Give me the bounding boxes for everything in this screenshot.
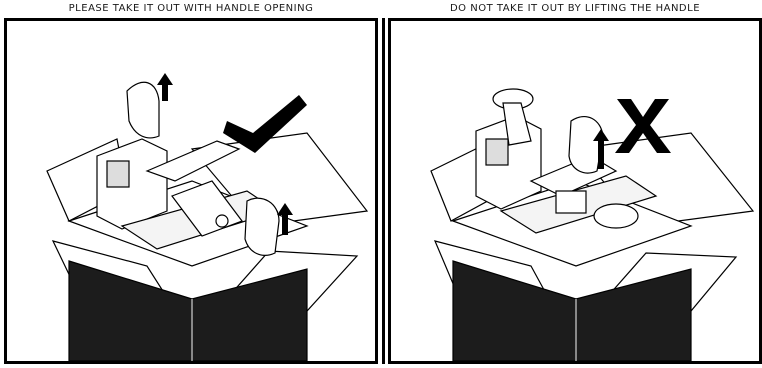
correct-method-illustration xyxy=(7,21,375,361)
correct-method-panel xyxy=(4,18,378,364)
incorrect-method-illustration xyxy=(391,21,759,361)
right-caption: DO NOT TAKE IT OUT BY LIFTING THE HANDLE xyxy=(388,0,762,18)
incorrect-method-panel xyxy=(388,18,762,364)
panel-divider xyxy=(382,18,385,364)
left-caption: PLEASE TAKE IT OUT WITH HANDLE OPENING xyxy=(4,0,378,18)
